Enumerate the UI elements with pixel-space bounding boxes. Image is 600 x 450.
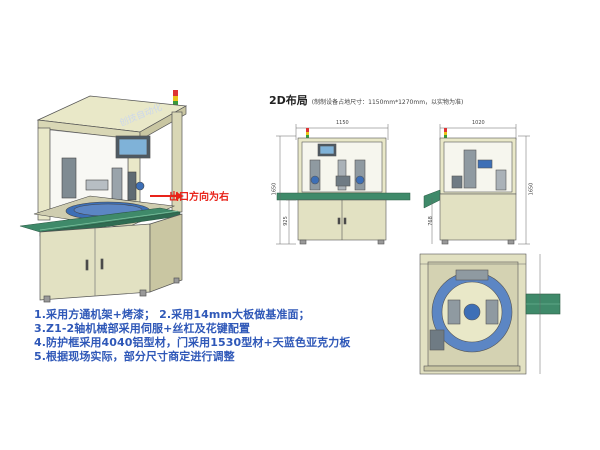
layout-title: 2D布局(制制设备占地尺寸：1150mm*1270mm，以实物为准) (269, 89, 463, 108)
dim-side-table-height: 768 (427, 216, 434, 226)
lower-cabinet (39, 213, 183, 303)
dim-front-table-height: 925 (282, 216, 289, 226)
note-line-1: 1.采用方通机架+烤漆； 2.采用14mm大板做基准面； (34, 308, 310, 321)
exit-arrow (150, 192, 184, 200)
dim-side-height: 1650 (528, 182, 535, 196)
note-line-2: 3.Z1-2轴机械部采用伺服+丝杠及花键配置 (34, 322, 251, 335)
dim-side-width: 1020 (472, 120, 485, 126)
dim-front-width: 1150 (336, 120, 349, 126)
dim-front-height: 1650 (271, 182, 278, 196)
note-line-3: 4.防护框采用4040铝型材，门采用1530型材+天蓝色亚克力板 (34, 336, 351, 349)
note-line-4: 5.根据现场实际，部分尺寸商定进行调整 (34, 350, 235, 363)
layout-title-subtitle: (制制设备占地尺寸：1150mm*1270mm，以实物为准) (311, 99, 464, 106)
layout-title-main: 2D布局 (269, 94, 308, 107)
exit-direction-label: 出口方向为右 (169, 192, 229, 203)
